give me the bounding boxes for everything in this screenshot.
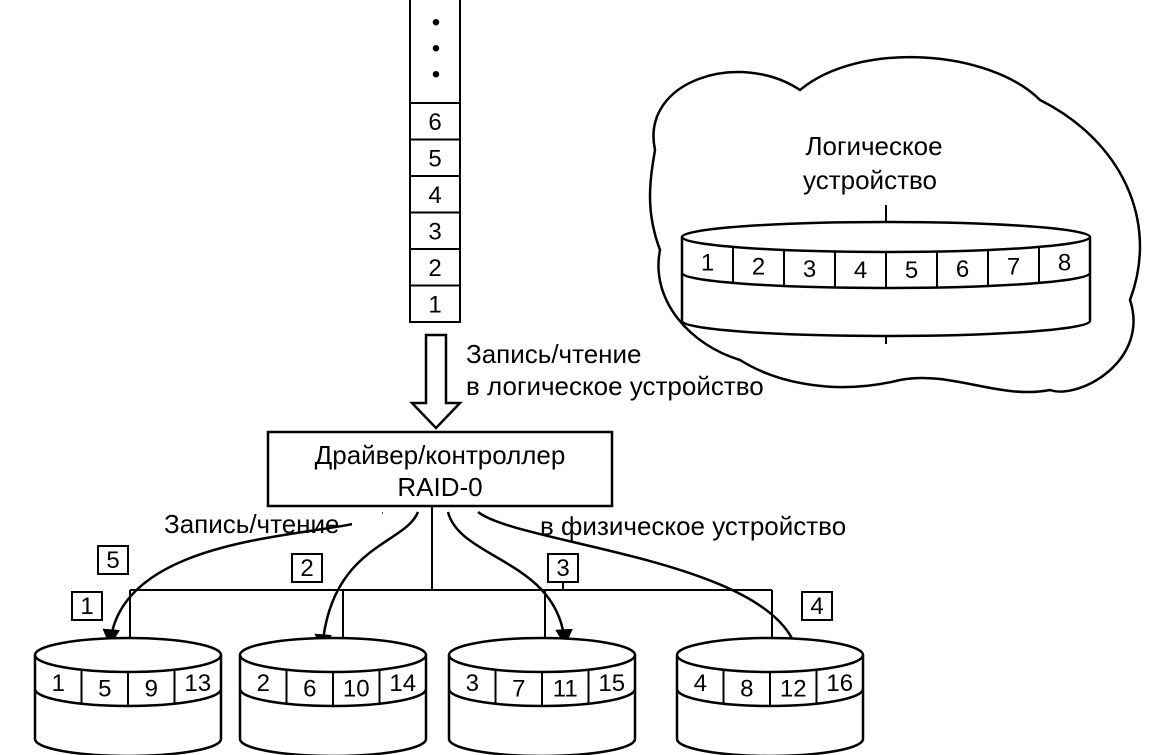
drum-cell: 2 bbox=[257, 670, 270, 697]
queue-block-label: 5 bbox=[428, 146, 441, 173]
drum-cell: 10 bbox=[343, 675, 370, 702]
drum-cell: 16 bbox=[826, 670, 853, 697]
physical-io-label-left: Запись/чтение bbox=[164, 509, 340, 539]
queue-block-label: 3 bbox=[428, 219, 441, 246]
logical-device-label-line1: Логическое bbox=[805, 131, 942, 161]
svg-text:4: 4 bbox=[810, 593, 823, 620]
logical-io-label-line1: Запись/чтение bbox=[466, 339, 642, 369]
drum-cell: 6 bbox=[956, 256, 969, 283]
logical-device-cloud: Логическое устройство 1 2 3 4 5 6 7 8 bbox=[648, 55, 1142, 394]
drum-cell: 7 bbox=[512, 675, 525, 702]
drum-cell: 8 bbox=[740, 675, 753, 702]
drum-cell: 1 bbox=[701, 249, 714, 276]
order-badges: 1 2 3 4 5 bbox=[71, 545, 833, 621]
controller-label-line1: Драйвер/контроллер bbox=[315, 440, 566, 470]
svg-text:3: 3 bbox=[556, 555, 569, 582]
drum-cell: 14 bbox=[389, 670, 416, 697]
logical-device-label-line2: устройство bbox=[803, 165, 937, 195]
raid-controller-box: Драйвер/контроллер RAID-0 bbox=[266, 430, 614, 508]
queue-dot: • bbox=[432, 61, 440, 88]
queue-block-label: 4 bbox=[428, 182, 441, 209]
order-badge-5: 5 bbox=[97, 545, 129, 575]
drum-cell: 3 bbox=[803, 256, 816, 283]
queue-dot: • bbox=[432, 35, 440, 62]
queue-block: 1 bbox=[409, 284, 461, 323]
queue-block: 2 bbox=[409, 248, 461, 287]
order-badge-4: 4 bbox=[801, 591, 833, 621]
order-badge-3: 3 bbox=[547, 553, 579, 583]
drum-cell: 2 bbox=[752, 254, 765, 281]
logical-io-label-line2: в логическое устройство bbox=[466, 371, 764, 401]
logical-device-drum: 1 2 3 4 5 6 7 8 bbox=[680, 220, 1092, 338]
queue-block-label: 1 bbox=[428, 292, 441, 319]
drum-cell: 15 bbox=[598, 670, 625, 697]
order-badge-1: 1 bbox=[71, 591, 103, 621]
arrow-to-disk-2 bbox=[314, 511, 420, 652]
order-badge-2: 2 bbox=[291, 553, 323, 583]
drum-cell: 5 bbox=[905, 257, 918, 284]
queue-block: 4 bbox=[409, 175, 461, 214]
drum-cell: 12 bbox=[780, 675, 807, 702]
arrow-to-disk-4 bbox=[477, 511, 804, 657]
drum-cell: 7 bbox=[1007, 254, 1020, 281]
disk-3: 3 7 11 15 bbox=[447, 636, 637, 755]
drum-cell: 1 bbox=[52, 670, 65, 697]
drum-cell: 4 bbox=[694, 670, 707, 697]
physical-io-label-right: в физическое устройство bbox=[540, 511, 846, 541]
svg-text:2: 2 bbox=[300, 555, 313, 582]
drum-cell: 6 bbox=[303, 675, 316, 702]
drum-cell: 5 bbox=[98, 675, 111, 702]
queue-block: 5 bbox=[409, 138, 461, 177]
drum-cell: 3 bbox=[466, 670, 479, 697]
queue-block: 6 bbox=[409, 102, 461, 141]
queue-block-label: 2 bbox=[428, 255, 441, 282]
queue-block-label: 6 bbox=[428, 109, 441, 136]
logical-io-arrow bbox=[409, 333, 463, 430]
disk-2: 2 6 10 14 bbox=[238, 636, 428, 755]
queue-dot: • bbox=[432, 9, 440, 36]
drum-cell: 4 bbox=[854, 257, 867, 284]
block-queue: • • • 6 5 4 3 2 1 bbox=[409, 0, 461, 323]
queue-block: 3 bbox=[409, 211, 461, 250]
drum-cell: 11 bbox=[553, 675, 578, 702]
drum-cell: 8 bbox=[1058, 249, 1071, 276]
drum-cell: 9 bbox=[145, 675, 158, 702]
controller-label-line2: RAID-0 bbox=[397, 472, 482, 502]
disk-1: 1 5 9 13 bbox=[33, 636, 223, 755]
drum-cell: 13 bbox=[184, 670, 211, 697]
arrow-to-disk-3 bbox=[446, 511, 573, 647]
svg-text:1: 1 bbox=[80, 593, 93, 620]
disk-4: 4 8 12 16 bbox=[675, 636, 865, 755]
svg-text:5: 5 bbox=[106, 547, 119, 574]
